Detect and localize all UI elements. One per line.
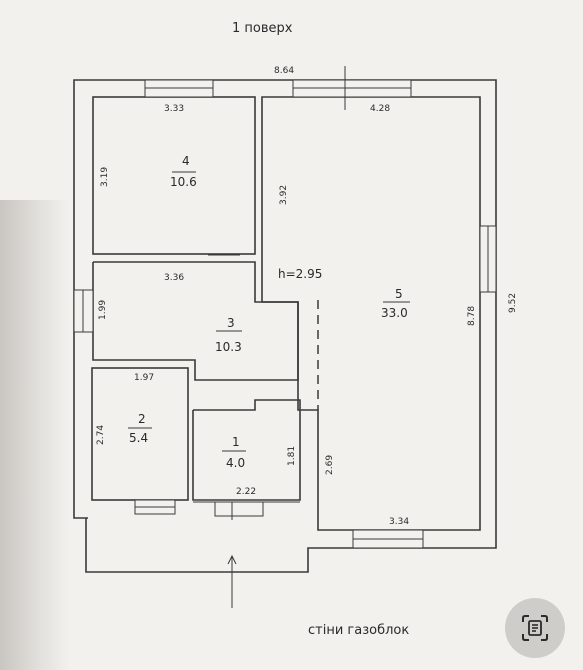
entrance-porch	[85, 518, 320, 573]
room-5-number: 5	[395, 287, 403, 301]
dim-outer-right: 9.52	[508, 293, 518, 313]
dim-room4-width: 3.33	[164, 104, 184, 114]
entrance-door	[214, 501, 264, 517]
room-1-area: 4.0	[226, 456, 245, 470]
dim-room1-height: 1.81	[287, 446, 297, 466]
dim-room5-lower: 2.69	[325, 455, 335, 475]
room-2-area: 5.4	[129, 431, 148, 445]
plan-title: 1 поверх	[232, 21, 293, 36]
room-4-area: 10.6	[170, 175, 197, 189]
room-4-number: 4	[182, 154, 190, 168]
dim-room4-height: 3.19	[100, 167, 110, 187]
room-2-number: 2	[138, 412, 146, 426]
outer-wall	[73, 79, 497, 549]
room-1-outline	[192, 399, 301, 501]
dim-room2-height: 2.74	[96, 425, 106, 445]
dim-outer-top: 8.64	[274, 66, 294, 76]
dim-room5-left: 3.92	[279, 185, 289, 205]
dim-room5-top: 4.28	[370, 104, 390, 114]
ceiling-height: h=2.95	[278, 267, 322, 281]
dim-room3-height: 1.99	[98, 300, 108, 320]
dim-room3-width: 3.36	[164, 273, 184, 283]
room-1-number: 1	[232, 435, 240, 449]
dim-room1-width: 2.22	[236, 487, 256, 497]
wall-material-note: стіни газоблок	[308, 623, 409, 638]
document-scan-button[interactable]	[505, 598, 565, 658]
dim-room2-width: 1.97	[134, 373, 154, 383]
room-3-number: 3	[227, 316, 235, 330]
dim-room5-inner: 8.78	[467, 306, 477, 326]
dim-room5-bottom: 3.34	[389, 517, 409, 527]
room-5-area: 33.0	[381, 306, 408, 320]
room-3-area: 10.3	[215, 340, 242, 354]
room-5-outline	[261, 96, 481, 531]
document-scan-icon	[522, 615, 548, 641]
scan-shadow	[0, 200, 70, 670]
room-3-outline	[92, 261, 299, 381]
